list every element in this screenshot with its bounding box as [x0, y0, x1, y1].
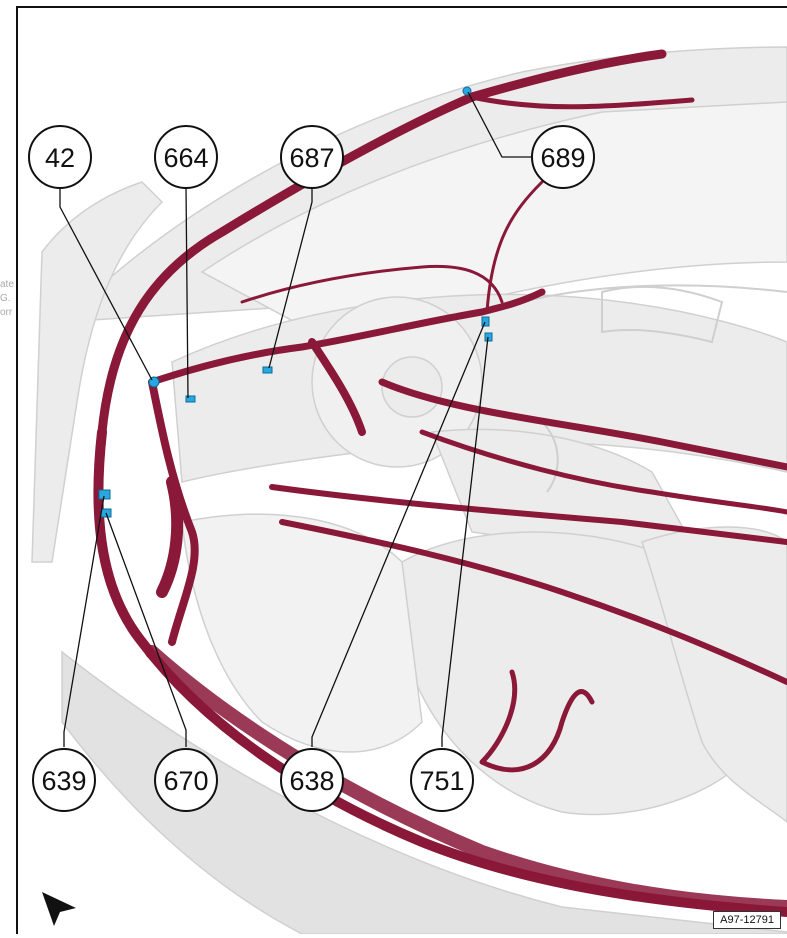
connector-751 — [484, 332, 493, 342]
sill-harness — [145, 645, 787, 914]
leader-687 — [268, 187, 313, 369]
roof-branch — [469, 94, 695, 110]
callout-circle — [531, 125, 595, 189]
steering-hub — [381, 356, 443, 418]
door-trim-line — [521, 284, 787, 303]
tunnel-harness — [378, 378, 787, 471]
callout-circle — [154, 125, 218, 189]
leader-689 — [467, 91, 532, 158]
left-footwell-harness — [148, 378, 199, 646]
floor-harness-left — [269, 484, 787, 545]
windshield-harness — [485, 180, 544, 314]
a-pillar — [31, 181, 164, 563]
leader-lines — [59, 91, 532, 747]
figure-reference: A97-12791 — [713, 911, 781, 929]
footwell-bracket — [156, 476, 184, 598]
callout-circle — [32, 748, 96, 812]
callout-689: 689 — [531, 125, 595, 189]
wiring-harness-diagram: 42 664 687 689 639 670 638 751 — [16, 6, 787, 934]
leader-639 — [63, 495, 105, 747]
callout-639: 639 — [32, 748, 96, 812]
callout-638: 638 — [280, 748, 344, 812]
dash-harness-upper — [240, 264, 504, 304]
callout-circle — [154, 748, 218, 812]
callout-label: 687 — [289, 143, 334, 173]
callout-664: 664 — [154, 125, 218, 189]
steering-column-harness — [308, 338, 366, 436]
door-sill — [61, 650, 787, 934]
seat-harness — [479, 669, 595, 773]
connector-639 — [98, 489, 111, 500]
callout-751: 751 — [410, 748, 474, 812]
leader-42 — [59, 187, 153, 381]
connector-664 — [185, 395, 196, 403]
callout-label: 42 — [45, 143, 75, 173]
watermark-fragment: ate G. orr — [0, 278, 16, 320]
callout-label: 664 — [163, 143, 208, 173]
callout-label: 670 — [163, 766, 208, 796]
callout-label: 751 — [419, 766, 464, 796]
callout-circle — [280, 125, 344, 189]
callout-42: 42 — [28, 125, 92, 189]
car-body — [31, 46, 787, 934]
connector-689 — [462, 86, 472, 96]
leader-638 — [311, 321, 486, 747]
callout-circle — [28, 125, 92, 189]
watermark-line-3: orr — [0, 307, 13, 318]
leader-670 — [105, 512, 187, 747]
watermark-line-1: ate — [0, 279, 14, 290]
callout-label: 638 — [289, 766, 334, 796]
diagram-canvas: 42 664 687 689 639 670 638 751 — [28, 46, 787, 934]
callout-circle — [280, 748, 344, 812]
leader-751 — [441, 336, 489, 747]
callout-circle — [410, 748, 474, 812]
vent-outline — [601, 285, 724, 344]
callout-687: 687 — [280, 125, 344, 189]
callout-label: 689 — [540, 143, 585, 173]
gear-shift — [541, 421, 559, 493]
dash-harness-main — [148, 288, 546, 386]
console-harness — [419, 429, 787, 515]
callout-label: 639 — [41, 766, 86, 796]
leader-664 — [185, 186, 189, 399]
watermark-line-2: G. — [0, 293, 11, 304]
floor-harness-center — [279, 519, 787, 685]
connector-687 — [262, 366, 273, 374]
arrow-icon — [42, 892, 76, 926]
floor — [181, 513, 423, 753]
connector-638 — [481, 316, 490, 327]
callout-670: 670 — [154, 748, 218, 812]
